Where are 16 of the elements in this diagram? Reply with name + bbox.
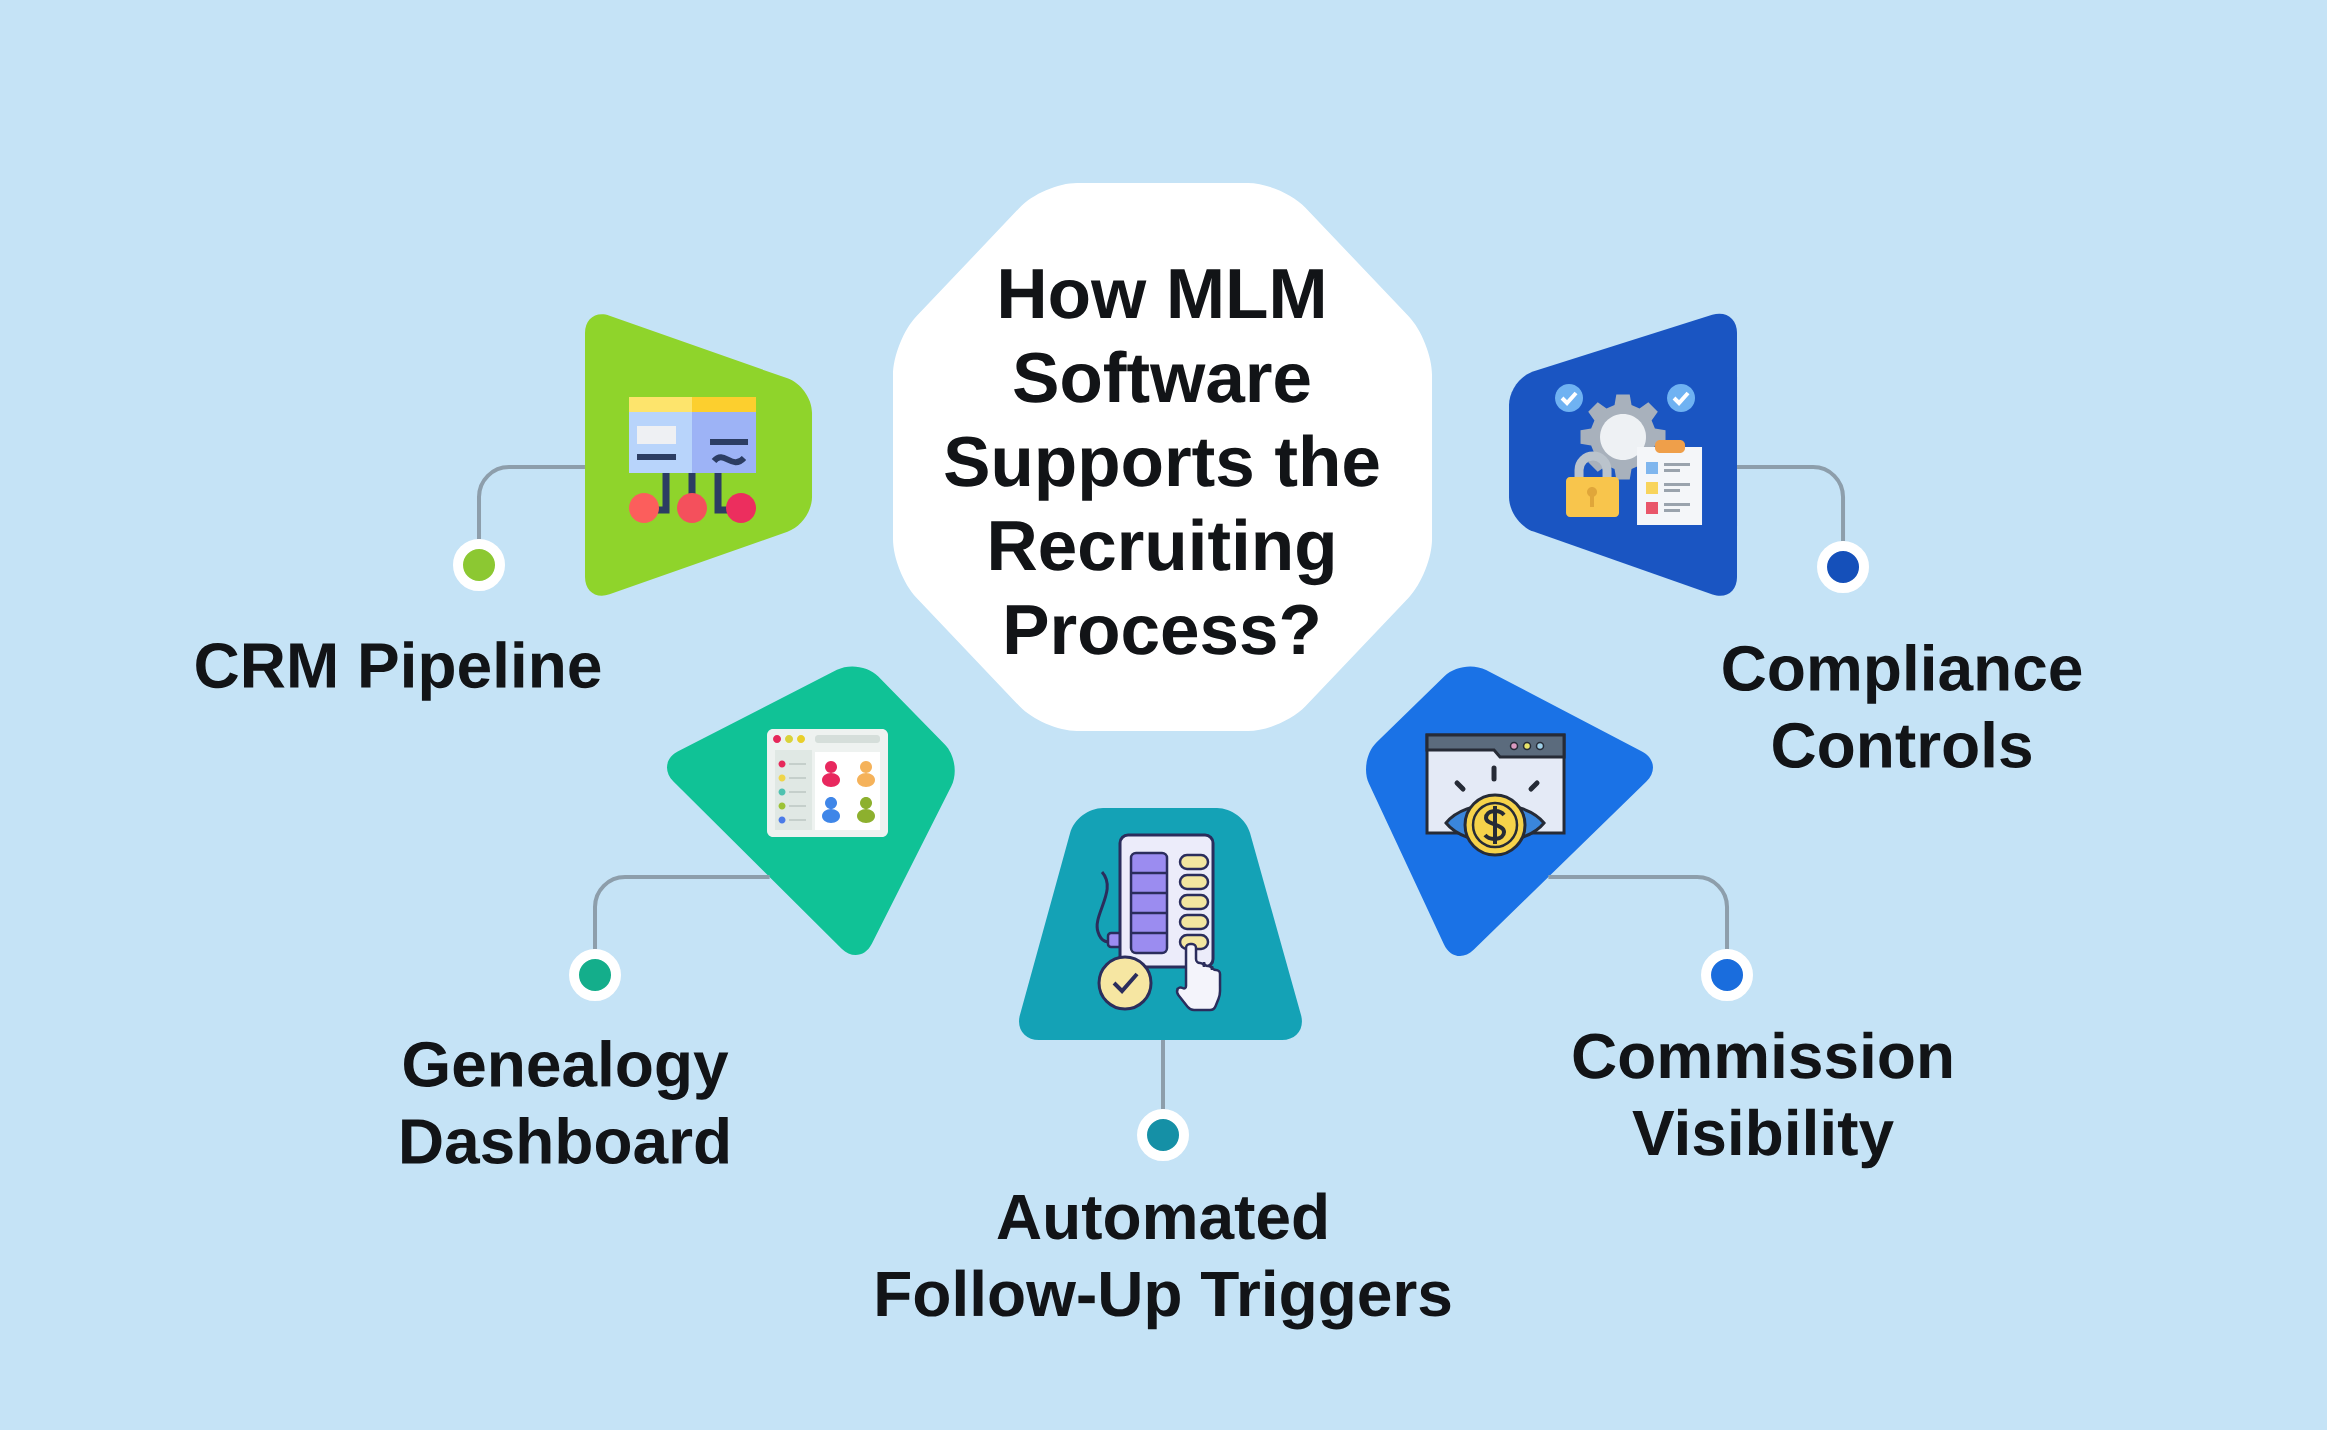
dot-marker [1137, 1109, 1189, 1161]
connector-line [1548, 875, 1729, 949]
dot-marker [569, 949, 621, 1001]
dot-marker [1701, 949, 1753, 1001]
connector-line [1161, 1040, 1165, 1109]
dot-marker [453, 539, 505, 591]
feature-label: Compliance Controls [1723, 644, 2082, 768]
connector-line [593, 875, 770, 949]
connector-line [477, 465, 585, 539]
feature-label: Commission Visibility [1573, 1031, 1952, 1169]
heading-octagon: How MLM Software Supports the Recruiting Process? [893, 183, 1432, 731]
dot-marker [1817, 541, 1870, 593]
connector-line [1737, 465, 1846, 541]
feature-label: CRM Pipeline [196, 641, 601, 701]
feature-label: Automated Follow-Up Triggers [877, 1192, 1451, 1330]
feature-label: Genealogy Dashboard [402, 1040, 729, 1164]
